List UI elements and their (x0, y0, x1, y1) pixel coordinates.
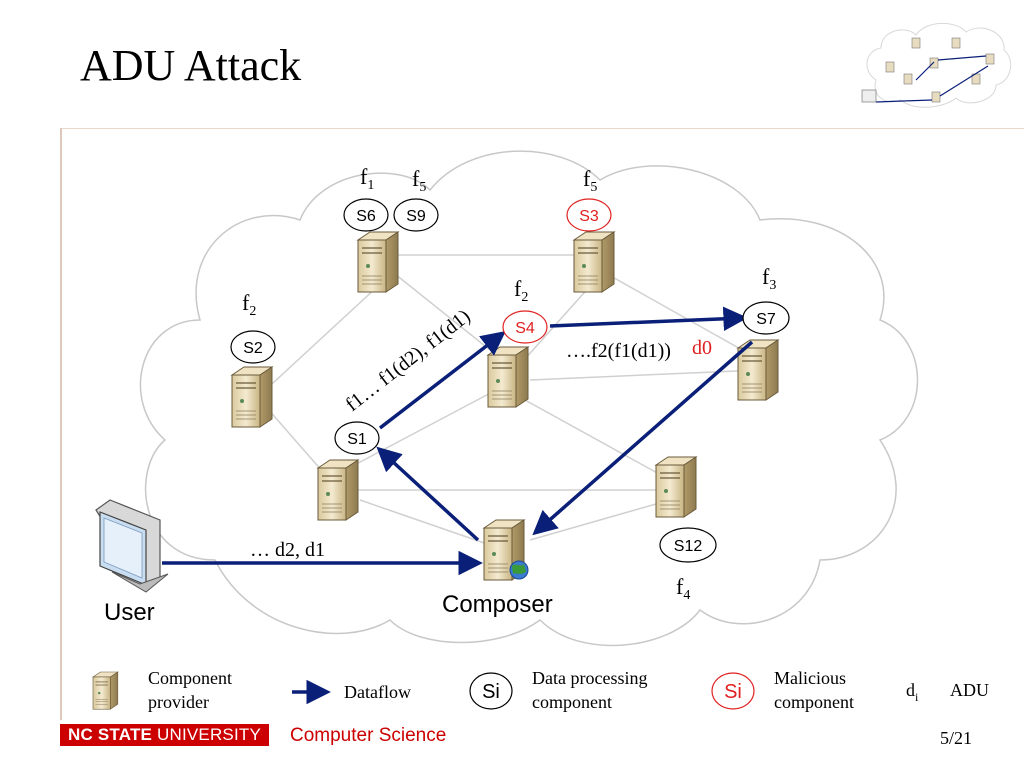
func-label-s2: f2 (242, 290, 256, 319)
svg-text:S12: S12 (674, 538, 703, 555)
svg-text:S2: S2 (243, 340, 263, 357)
flow-label-s4-s7-malicious: d0 (692, 337, 712, 359)
dataflow-arrows (162, 306, 754, 576)
node-s9: S9 (393, 198, 439, 232)
flow-s4-s7 (549, 306, 748, 332)
user-label: User (104, 599, 155, 626)
flow-label-user-composer: … d2, d1 (250, 539, 325, 561)
func-label-s12: f4 (676, 574, 690, 603)
server-s1-icon (317, 459, 359, 521)
func-label-s3: f5 (583, 166, 597, 195)
node-s6: S6 (343, 198, 389, 232)
flow-label-s1-s4: f1… f1(d2), f1(d1) (342, 305, 475, 416)
flow-s7-composer (532, 340, 754, 536)
department-label: Computer Science (290, 725, 447, 746)
legend-server-icon (92, 671, 119, 710)
legend-processing-symbol (469, 672, 513, 710)
node-s4-malicious: S4 (502, 310, 548, 344)
legend-adu-symbol: di (906, 680, 919, 704)
func-label-s9: f5 (412, 166, 426, 195)
server-s12-icon (655, 456, 697, 518)
server-s4-icon (487, 346, 529, 408)
svg-text:S3: S3 (579, 208, 599, 225)
node-s2: S2 (230, 330, 276, 364)
composer-label: Composer (442, 591, 553, 618)
node-s1: S1 (334, 421, 380, 455)
node-s7: S7 (742, 301, 790, 335)
monitor-icon (95, 499, 169, 593)
func-label-s4: f2 (514, 276, 528, 305)
legend-adu-text: ADU (950, 680, 989, 700)
content-left-border (60, 128, 62, 720)
globe-icon (509, 560, 529, 580)
flow-label-s4-s7: ….f2(f1(d1)) (566, 340, 671, 362)
svg-text:Si: Si (482, 681, 500, 703)
svg-text:S1: S1 (347, 431, 367, 448)
header-divider (60, 128, 1024, 129)
flow-s1-s4 (378, 331, 506, 430)
cloud-boundary (139, 150, 919, 647)
server-s6-icon (357, 231, 399, 293)
slide-title: ADU Attack (80, 41, 302, 90)
legend-dataflow-text: Dataflow (344, 682, 411, 702)
svg-text:S4: S4 (515, 320, 535, 337)
university-logo: NC STATE UNIVERSITY (60, 724, 270, 746)
node-s12: S12 (659, 527, 717, 563)
flow-composer-s1 (376, 446, 480, 542)
svg-text:Si: Si (724, 681, 742, 703)
svg-text:S9: S9 (406, 208, 426, 225)
diagram-thumbnail (861, 22, 1012, 108)
server-s3-icon (573, 231, 615, 293)
node-s3-malicious: S3 (566, 198, 612, 232)
legend-malicious-symbol (711, 672, 755, 710)
svg-text:S6: S6 (356, 208, 376, 225)
svg-text:S7: S7 (756, 311, 776, 328)
server-s2-icon (231, 366, 273, 428)
func-label-s6: f1 (360, 164, 374, 193)
page-number: 5/21 (940, 728, 973, 748)
func-label-s7: f3 (762, 264, 776, 293)
